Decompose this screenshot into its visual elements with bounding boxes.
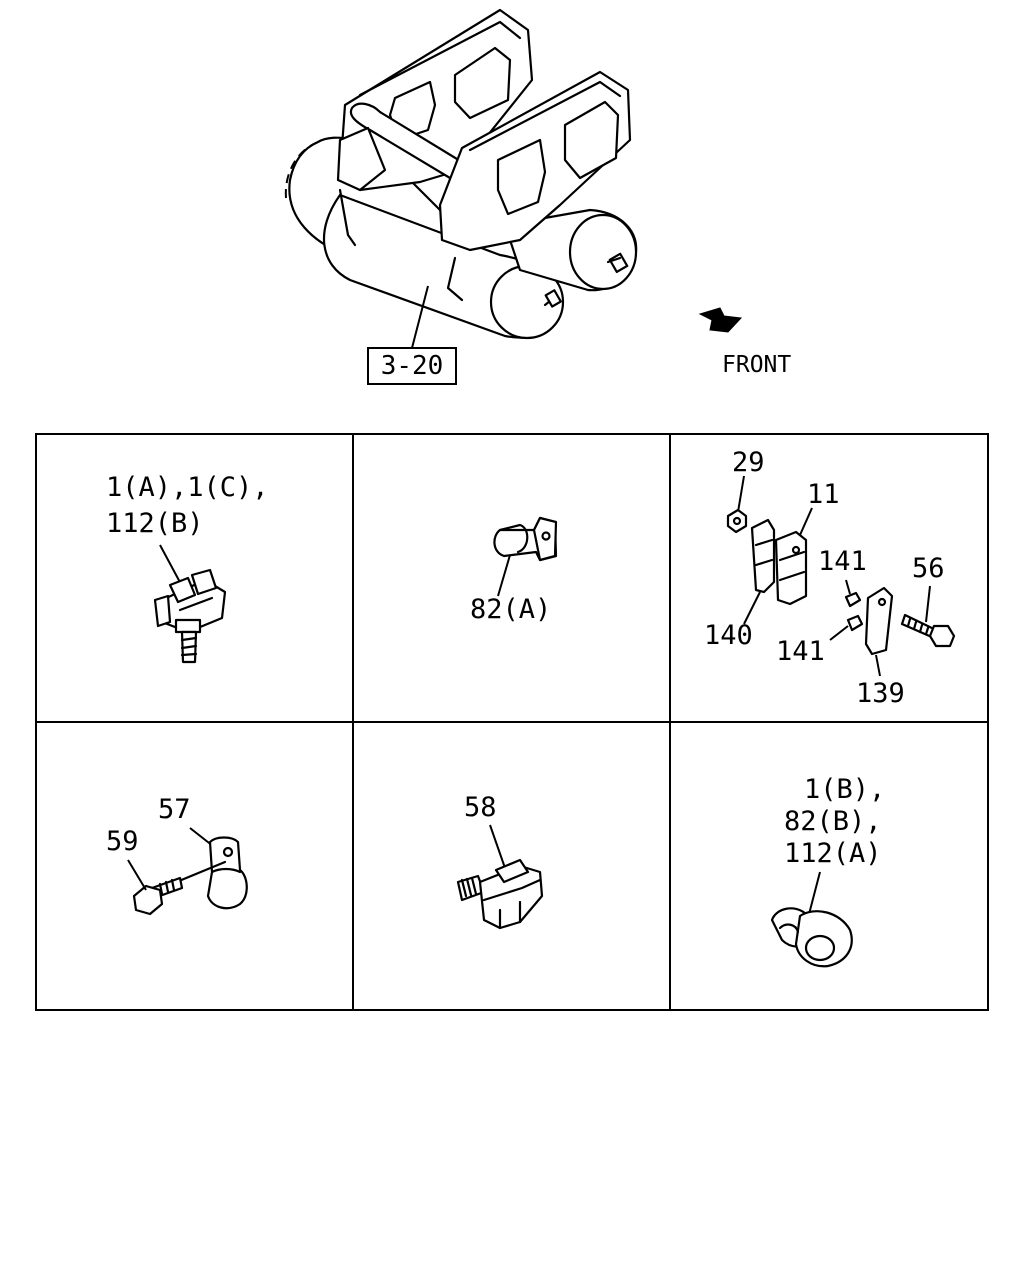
double-clip-illustration: [770, 871, 853, 968]
frame-assembly-illustration: [284, 8, 638, 349]
label-56: 56: [912, 553, 945, 584]
label-29: 29: [732, 447, 765, 478]
label-139: 139: [856, 678, 905, 709]
label-141-top: 141: [818, 546, 867, 577]
front-direction-label: FRONT: [722, 352, 792, 378]
p-clamp-illustration: [493, 516, 558, 597]
label-141-bottom: 141: [776, 636, 825, 667]
bolt-clamp-illustration: [127, 827, 248, 916]
label-112a: 112(A): [784, 838, 882, 869]
bracket-kit-illustration: [726, 475, 956, 677]
label-82a: 82(A): [470, 594, 552, 625]
label-59: 59: [106, 826, 139, 857]
parts-grid: [35, 433, 989, 1011]
connector-clip-illustration: [153, 544, 227, 664]
label-82b: 82(B),: [784, 806, 882, 837]
label-1b: 1(B),: [804, 774, 886, 805]
label-57: 57: [158, 794, 191, 825]
label-140: 140: [704, 620, 753, 651]
reference-box-3-20: 3-20: [367, 347, 457, 385]
label-11: 11: [807, 479, 840, 510]
harness-clip-illustration: [456, 824, 544, 930]
label-58: 58: [464, 792, 497, 823]
label-1a-1c: 1(A),1(C),: [106, 472, 269, 503]
label-112b: 112(B): [106, 508, 204, 539]
front-arrow-icon: [698, 307, 743, 333]
